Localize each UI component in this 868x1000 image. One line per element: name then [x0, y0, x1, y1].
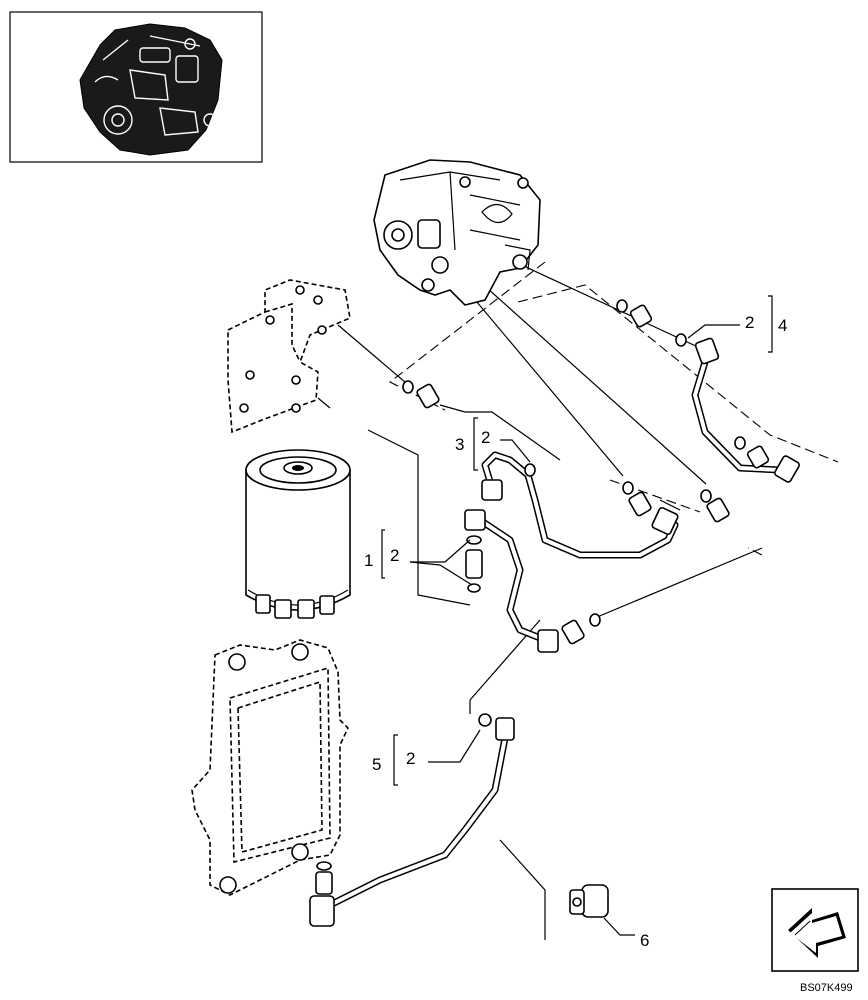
sensor-part	[569, 884, 635, 936]
pipe-1	[464, 509, 559, 653]
pipe-5	[309, 717, 515, 927]
callout-2-group3: 2	[481, 428, 490, 447]
callout-3: 3	[455, 435, 464, 454]
mounting-bracket	[227, 279, 351, 434]
arrow-left-icon	[788, 908, 846, 958]
callout-4: 4	[778, 316, 787, 335]
fuel-filter	[245, 449, 351, 619]
callout-6: 6	[640, 931, 649, 950]
callout-1: 1	[364, 551, 373, 570]
leader-lines	[317, 254, 839, 940]
nav-arrow-button[interactable]	[771, 888, 859, 972]
callout-brackets	[381, 295, 773, 786]
callout-2-group1: 2	[390, 546, 399, 565]
pipe-3	[481, 451, 679, 559]
engine-thumbnail	[9, 11, 263, 163]
callout-labels: 1 2 2 3 2 4 5 2 6	[364, 313, 787, 950]
injection-pump	[373, 159, 541, 306]
figure-code: BS07K499	[800, 982, 853, 994]
callout-2-group4: 2	[745, 313, 754, 332]
engine-thumbnail-icon	[79, 23, 223, 156]
pipe-4	[691, 337, 800, 483]
callout-2-group5: 2	[406, 749, 415, 768]
callout-5: 5	[372, 755, 381, 774]
filter-head	[191, 639, 349, 896]
fittings	[315, 299, 770, 895]
